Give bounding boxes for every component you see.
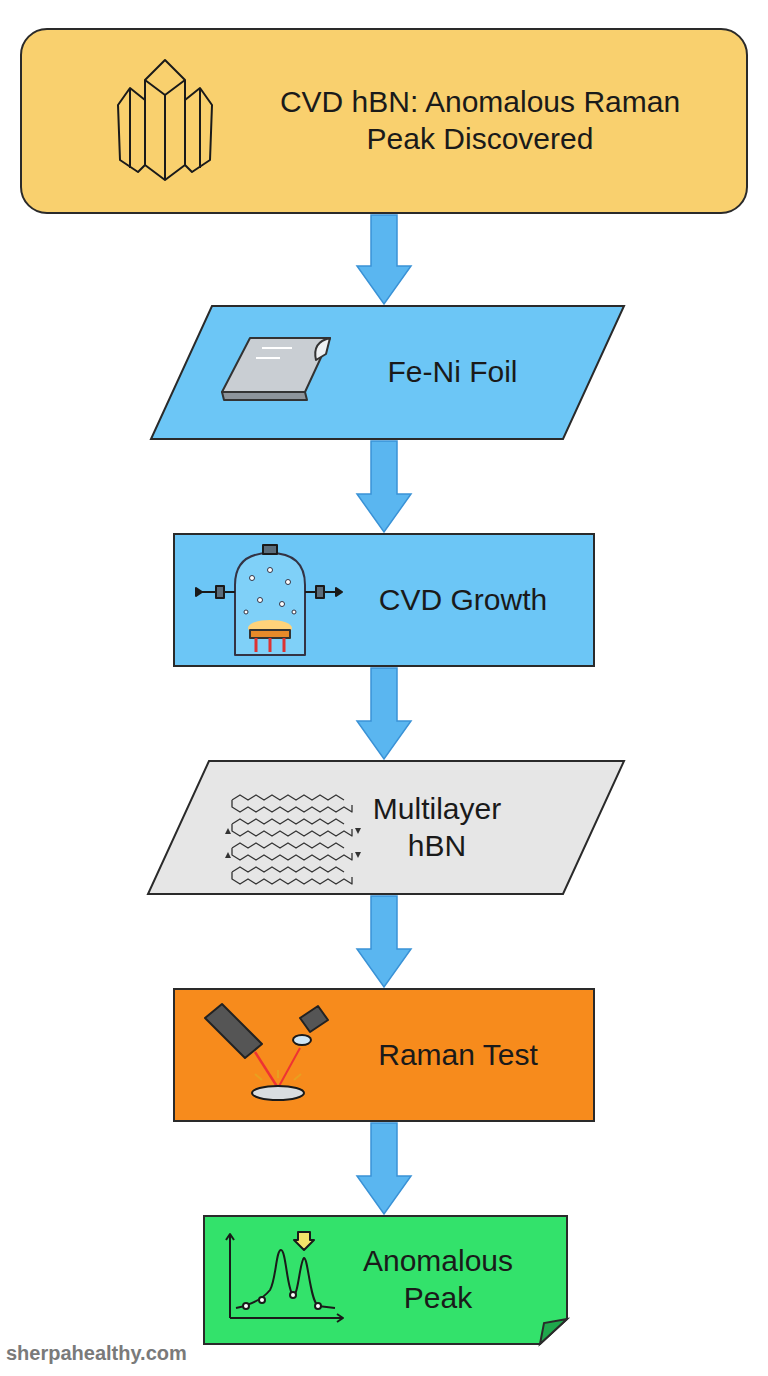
- node-text: Anomalous Peak: [338, 1243, 538, 1316]
- block-arrow: [357, 441, 411, 532]
- document-shape: Anomalous Peak: [203, 1215, 568, 1345]
- title-box: CVD hBN: Anomalous Raman Peak Discovered: [20, 28, 748, 214]
- watermark: sherpahealthy.com: [0, 1340, 193, 1367]
- process-box: CVD Growth: [173, 533, 595, 667]
- shape-outline: [147, 760, 625, 895]
- shape-outline: [203, 1215, 568, 1345]
- node-text: Multilayer hBN: [352, 791, 522, 864]
- block-arrow: [357, 1123, 411, 1214]
- process-box: Raman Test: [173, 988, 595, 1122]
- block-arrow: [357, 668, 411, 759]
- node-text: CVD Growth: [379, 582, 547, 619]
- block-arrow: [357, 896, 411, 987]
- node-text: Raman Test: [378, 1037, 538, 1074]
- shape-outline: [20, 28, 748, 214]
- data-parallelogram: Fe-Ni Foil: [150, 305, 625, 440]
- block-arrow: [357, 215, 411, 304]
- node-text: CVD hBN: Anomalous Raman Peak Discovered: [245, 84, 715, 157]
- data-parallelogram: Multilayer hBN: [147, 760, 625, 895]
- node-text: Fe-Ni Foil: [387, 354, 517, 391]
